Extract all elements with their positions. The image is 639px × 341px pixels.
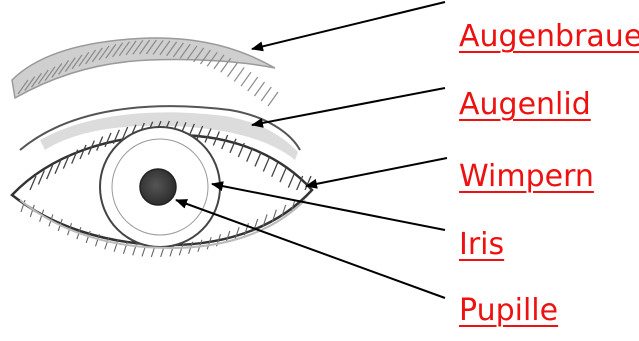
arrow-eyelid	[252, 88, 445, 125]
arrow-eyebrow	[252, 2, 445, 49]
arrow-lashes	[306, 158, 447, 186]
label-eyebrow: Augenbraue	[459, 20, 639, 54]
label-pupil: Pupille	[459, 294, 558, 328]
eyebrow-hair-stroke	[254, 82, 264, 96]
eyebrow-hair-stroke	[227, 63, 237, 77]
eyebrow-hair-stroke	[268, 92, 278, 106]
label-lashes: Wimpern	[459, 160, 594, 194]
eyebrow-shape	[12, 38, 278, 106]
label-iris: Iris	[459, 228, 504, 262]
eyebrow-hair-stroke	[248, 77, 258, 91]
eyebrow-hair-stroke	[241, 72, 251, 86]
arrow-pupil	[176, 200, 445, 298]
label-eyelid: Augenlid	[459, 88, 591, 122]
eyebrow-hair-stroke	[234, 67, 244, 81]
eyebrow-hair-stroke	[261, 87, 271, 101]
lower-lash-stroke	[114, 240, 118, 252]
pupil-circle	[140, 169, 176, 205]
